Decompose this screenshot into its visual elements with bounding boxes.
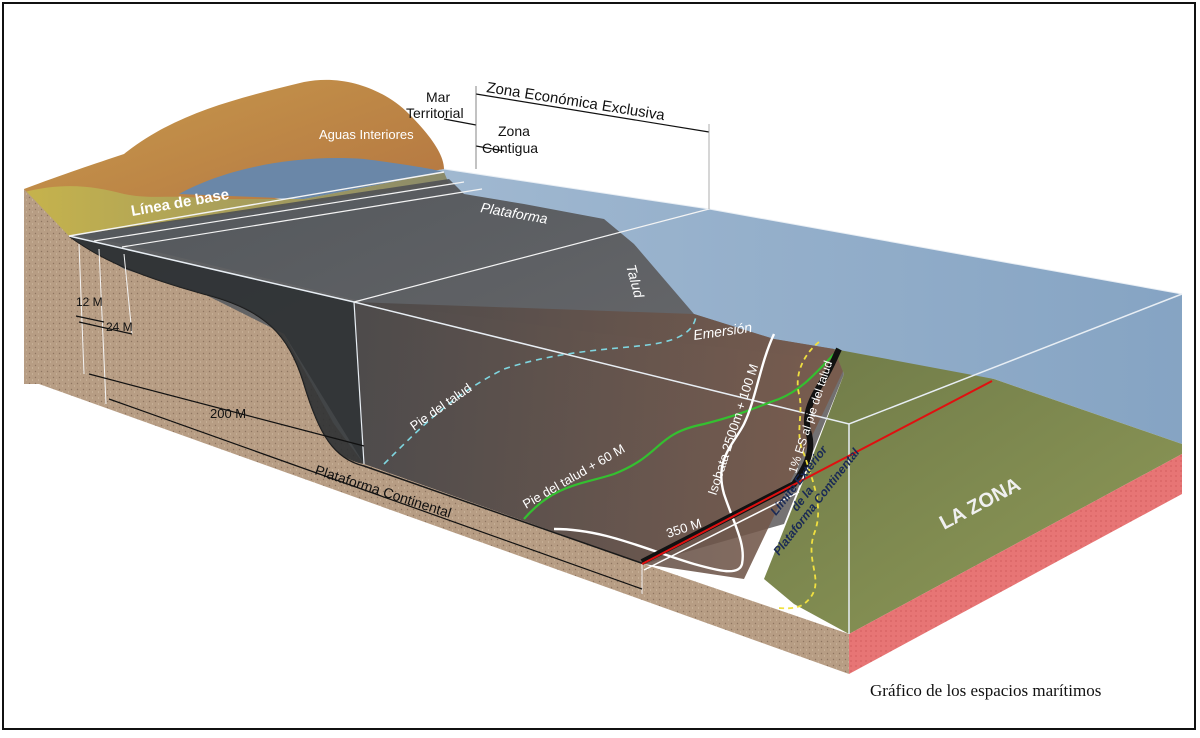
- guide-200m: [123, 253, 133, 335]
- isobata-line: [553, 333, 776, 573]
- la-zona-boundary-line: [641, 380, 993, 565]
- internal-waters: [179, 158, 444, 199]
- zona-side-face: [849, 454, 1182, 674]
- label-aguas-interiores: Aguas Interiores: [319, 127, 414, 142]
- dim-350m: [108, 398, 643, 590]
- coastal-lowland: [24, 172, 449, 236]
- la-zona-floor: [764, 349, 1182, 634]
- dim-mar-territorial: [443, 118, 477, 126]
- dim-zona-contigua: [475, 145, 505, 152]
- earth-cross-section: [24, 189, 849, 674]
- front-water-section: [69, 236, 364, 464]
- label-mar-territorial-2: Territorial: [406, 105, 464, 121]
- box-top-left: [443, 168, 710, 210]
- box-edges: [68, 235, 1183, 425]
- contiguous-zone-line: [121, 188, 483, 248]
- baseline-line: [68, 171, 445, 237]
- outer-limit-line: [640, 347, 842, 565]
- pie-del-talud-line: [383, 315, 697, 465]
- maritime-zones-diagram: Mar Territorial Zona Económica Exclusiva…: [24, 79, 1183, 674]
- label-24m: 24 M: [106, 320, 133, 334]
- dim-zee: [475, 93, 710, 133]
- guide-12m: [78, 243, 85, 375]
- label-12m: 12 M: [76, 295, 103, 309]
- territorial-sea-line: [93, 181, 465, 242]
- dim-12m: [75, 315, 105, 323]
- dim-24m: [78, 321, 133, 335]
- eez-line: [353, 208, 710, 303]
- label-zona-contigua-1: Zona: [498, 123, 530, 139]
- sediment-thickness-line: [775, 341, 820, 610]
- label-mar-territorial-1: Mar: [426, 89, 450, 105]
- dim-200m: [88, 373, 365, 447]
- label-200m: 200 M: [210, 406, 246, 421]
- deep-basin: [354, 302, 844, 579]
- pie-talud-60m-line: [523, 348, 840, 520]
- figure-caption: Gráfico de los espacios marítimos: [870, 681, 1102, 700]
- box-vertical-edge-2: [353, 301, 365, 465]
- label-zee: Zona Económica Exclusiva: [485, 79, 666, 124]
- outer-limit-line-white-edge: [643, 491, 800, 571]
- box-top-right: [708, 208, 1183, 295]
- label-zona-contigua-2: Contigua: [482, 140, 538, 156]
